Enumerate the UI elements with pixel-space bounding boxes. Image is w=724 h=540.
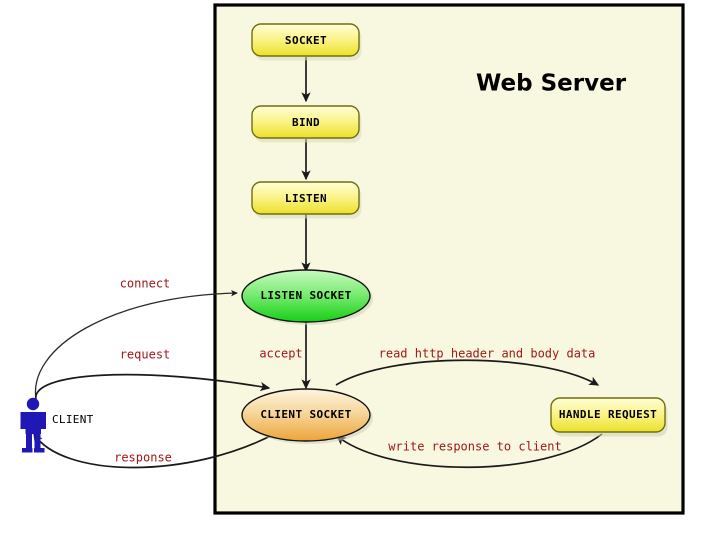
node-client-socket[interactable]: CLIENT SOCKET	[241, 388, 373, 444]
node-socket[interactable]: SOCKET	[251, 23, 362, 61]
node-socket-label: SOCKET	[285, 34, 327, 47]
node-listen-label: LISTEN	[285, 192, 327, 205]
edge-label-connect: connect	[120, 277, 171, 291]
node-bind[interactable]: BIND	[251, 105, 362, 143]
node-socket-shape	[251, 23, 360, 57]
edge-label-request: request	[120, 348, 171, 362]
edge-label-write-response: write response to client	[388, 440, 561, 454]
edge-label-response: response	[114, 451, 172, 465]
node-listen-socket[interactable]: LISTEN SOCKET	[241, 269, 373, 325]
node-client-socket-label: CLIENT SOCKET	[260, 408, 351, 421]
node-listen[interactable]: LISTEN	[251, 181, 362, 219]
node-listen-shape	[251, 181, 360, 215]
person-icon	[20, 397, 46, 453]
edge-read-http	[335, 359, 600, 386]
node-handle-request-label: HANDLE REQUEST	[559, 408, 657, 421]
edge-connect	[34, 289, 238, 400]
edge-write-response	[336, 433, 603, 469]
node-listen-socket-label: LISTEN SOCKET	[260, 289, 351, 302]
node-bind-label: BIND	[292, 116, 320, 129]
client-actor-label: CLIENT	[52, 413, 94, 426]
edge-request	[35, 373, 271, 401]
client-actor[interactable]: CLIENT	[20, 397, 94, 453]
node-client-socket-shape	[241, 388, 371, 442]
node-handle-request-shape	[550, 397, 666, 433]
node-listen-socket-shape	[241, 269, 371, 323]
edge-label-accept: accept	[259, 347, 302, 361]
edge-label-read-http: read http header and body data	[379, 347, 596, 361]
node-handle-request[interactable]: HANDLE REQUEST	[550, 397, 668, 437]
node-bind-shape	[251, 105, 360, 139]
edge-response	[33, 431, 279, 469]
page-title: Web Server	[476, 71, 627, 97]
